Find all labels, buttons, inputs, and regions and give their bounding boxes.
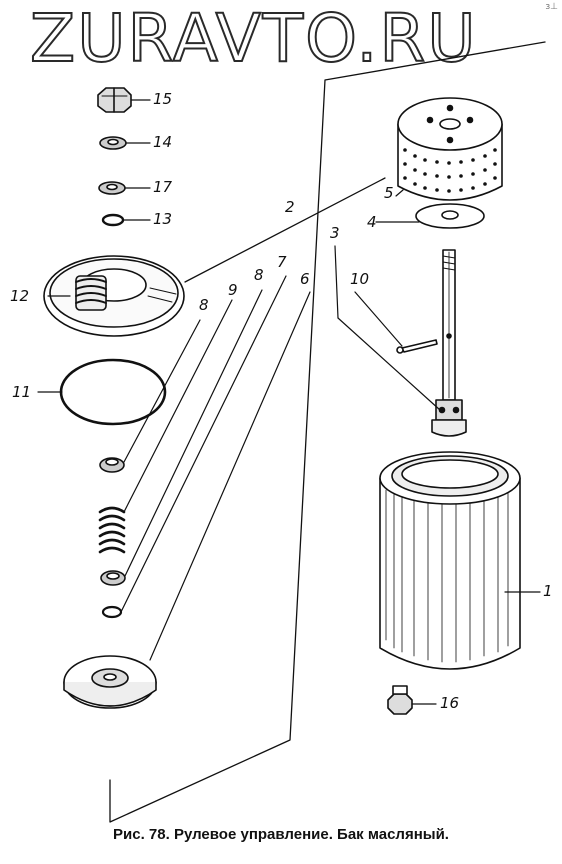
callout-8a: 8 [199,296,209,314]
callout-11: 11 [12,383,32,401]
callout-8b: 8 [254,266,264,284]
part-16-plug [387,685,413,715]
figure-caption: Рис. 78. Рулевое управление. Бак масляны… [113,826,449,843]
part-17-washer [98,181,126,195]
part-4-gasket [415,203,485,229]
callout-9: 9 [228,281,238,299]
part-7-ring [101,605,123,619]
part-6-plate [63,655,157,709]
callout-2: 2 [285,198,295,216]
part-9-spring [98,506,126,554]
part-12-cover [43,255,185,337]
part-5-filter [397,97,503,201]
callout-1: 1 [543,582,553,600]
callout-3: 3 [330,224,340,242]
callout-10: 10 [350,270,370,288]
callout-6: 6 [300,270,310,288]
callout-4: 4 [367,213,377,231]
part-13-ring [101,213,125,227]
callout-5: 5 [384,184,394,202]
part-8b-bushing [100,570,126,586]
part-10-cotter-pin [396,339,438,354]
leader-lines [37,99,541,705]
callout-16: 16 [440,694,460,712]
part-1-tank [379,451,521,670]
corner-mark: ɜ⊥ [545,2,558,12]
callout-13: 13 [153,210,173,228]
part-8-bushing [99,457,125,473]
callout-17: 17 [153,178,173,196]
assembly-outline [109,41,546,823]
part-3-stem [431,249,467,437]
callout-15: 15 [153,90,173,108]
callout-12: 12 [10,287,30,305]
callout-14: 14 [153,133,173,151]
watermark-logo: ZURAVTO.RU [29,0,478,77]
part-15-nut [97,87,132,113]
callout-7: 7 [277,253,287,271]
part-14-washer [99,136,127,150]
